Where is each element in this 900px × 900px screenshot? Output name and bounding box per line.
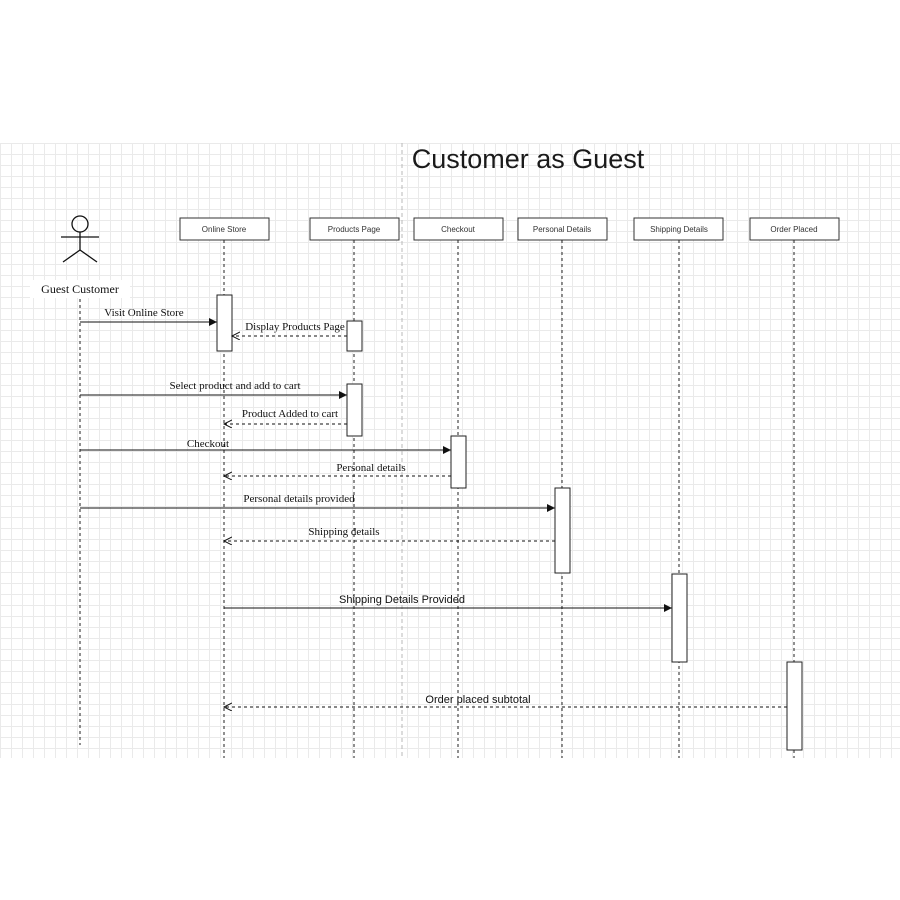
message-label: Select product and add to cart [169, 380, 300, 392]
message-shipping-details: Shipping details [224, 526, 555, 541]
lifeline-checkout: Checkout [413, 217, 504, 758]
message-label: Shipping details [308, 526, 379, 538]
activation-bar [554, 487, 571, 574]
activation-bar [786, 661, 803, 751]
message-display-products-page: Display Products Page [232, 321, 347, 336]
message-order-placed-subtotal: Order placed subtotal [224, 694, 787, 707]
lifeline-order-placed: Order Placed [749, 217, 840, 758]
lifeline-online-store: Online Store [179, 217, 270, 758]
message-select-product: Select product and add to cart [80, 380, 347, 399]
activation-bar [216, 294, 233, 352]
message-personal-details-provided: Personal details provided [80, 493, 555, 512]
message-checkout: Checkout [80, 438, 451, 454]
message-visit-online-store: Visit Online Store [80, 307, 217, 326]
lifeline-header-label: Online Store [202, 225, 247, 234]
message-shipping-details-provided: Shipping Details Provided [224, 594, 672, 612]
activation-bar [346, 383, 363, 437]
lifeline-shipping-details: Shipping Details [633, 217, 724, 758]
actor-label-bg [30, 280, 130, 298]
message-label: Shipping Details Provided [339, 594, 465, 606]
actor-label: Guest Customer [41, 282, 119, 296]
lifeline-header-label: Order Placed [770, 225, 817, 234]
message-product-added: Product Added to cart [224, 408, 347, 424]
lifeline-header-label: Personal Details [533, 225, 591, 234]
message-personal-details: Personal details [224, 462, 451, 476]
message-label: Personal details provided [243, 493, 355, 505]
activation-bar [450, 435, 467, 489]
message-label: Order placed subtotal [425, 694, 530, 706]
lifeline-header-label: Products Page [328, 225, 381, 234]
message-label: Personal details [336, 462, 405, 474]
message-label: Product Added to cart [242, 408, 338, 420]
activation-bar [671, 573, 688, 663]
lifeline-header-label: Shipping Details [650, 225, 708, 234]
message-label: Visit Online Store [104, 307, 184, 319]
actor-icon [61, 215, 99, 263]
diagram-title: Customer as Guest [412, 144, 645, 174]
message-label: Checkout [187, 438, 229, 450]
lifeline-products-page: Products Page [309, 217, 400, 758]
lifeline-header-label: Checkout [441, 225, 476, 234]
message-label: Display Products Page [245, 321, 345, 333]
activation-bar [346, 320, 363, 352]
